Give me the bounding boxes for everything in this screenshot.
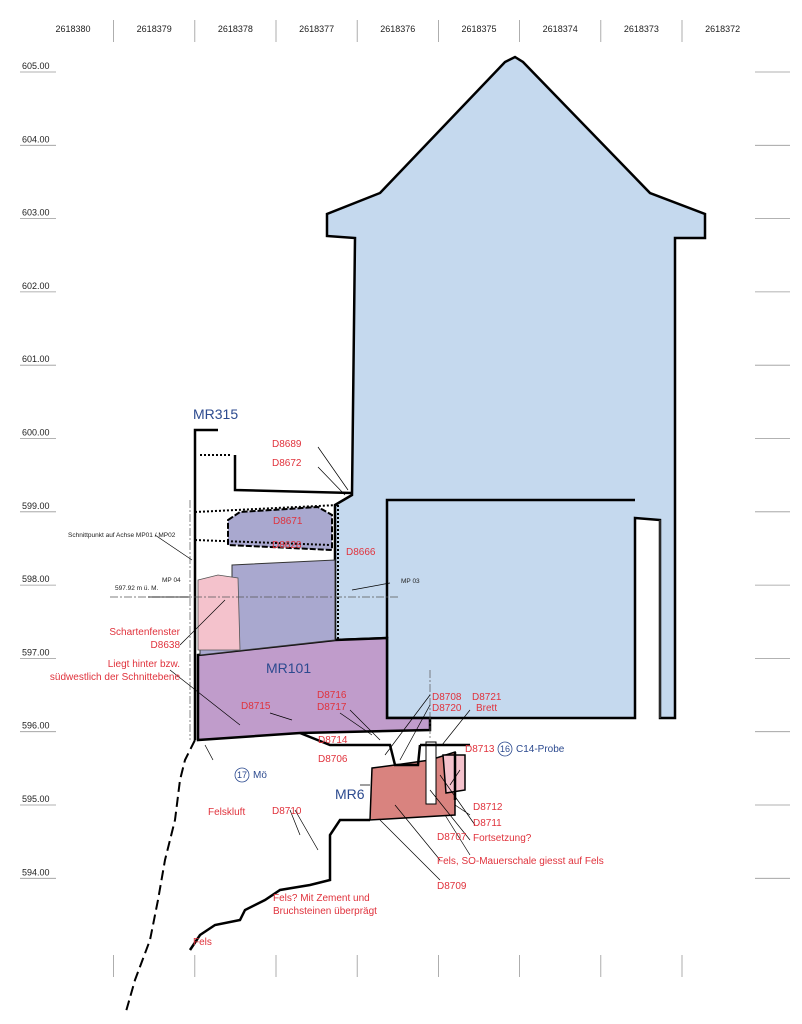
svg-text:D8721: D8721 xyxy=(472,692,502,703)
y-tick-label: 595.00 xyxy=(22,794,50,804)
label-mp04: MP 04 xyxy=(162,577,181,584)
mr6-red-area xyxy=(369,750,456,821)
floor-line xyxy=(299,731,470,800)
svg-text:D8666: D8666 xyxy=(346,547,376,558)
svg-text:D8707: D8707 xyxy=(437,832,467,843)
axes: 2618380 2618379 2618378 2618377 2618376 26183… xyxy=(20,20,790,977)
sample-16: 16 C14-Probe xyxy=(497,741,565,757)
board-brett xyxy=(425,741,437,805)
svg-text:südwestlich der Schnittebene: südwestlich der Schnittebene xyxy=(50,672,181,683)
svg-text:Mö: Mö xyxy=(253,770,267,781)
label-height: 597.92 m ü. M. xyxy=(115,585,159,592)
x-tick-label: 2618373 xyxy=(624,24,659,34)
svg-text:D8717: D8717 xyxy=(317,702,347,713)
y-tick-label: 605.00 xyxy=(22,61,50,71)
y-tick-label: 603.00 xyxy=(22,208,50,218)
svg-text:D8671: D8671 xyxy=(273,516,303,527)
annex-outline xyxy=(385,498,635,638)
svg-text:16: 16 xyxy=(500,744,510,754)
y-tick-label: 594.00 xyxy=(22,867,50,877)
svg-text:D8715: D8715 xyxy=(241,701,271,712)
svg-text:D8709: D8709 xyxy=(437,881,467,892)
structure-label-mr6: MR6 xyxy=(335,786,365,802)
structure-label-mr315: MR315 xyxy=(193,406,238,422)
svg-text:Felskluft: Felskluft xyxy=(208,807,245,818)
svg-text:D8713: D8713 xyxy=(465,744,495,755)
x-tick-label: 2618380 xyxy=(55,24,90,34)
y-tick-label: 599.00 xyxy=(22,501,50,511)
svg-text:D8708: D8708 xyxy=(432,692,462,703)
y-tick-label: 597.00 xyxy=(22,647,50,657)
svg-text:D8714: D8714 xyxy=(318,735,348,746)
svg-text:Bruchsteinen überprägt: Bruchsteinen überprägt xyxy=(273,906,377,917)
y-tick-label: 601.00 xyxy=(22,354,50,364)
svg-text:D8689: D8689 xyxy=(272,439,302,450)
svg-text:D8638: D8638 xyxy=(151,640,181,651)
svg-text:17: 17 xyxy=(237,770,247,780)
svg-text:D8710: D8710 xyxy=(272,806,302,817)
bedrock-line xyxy=(188,818,370,951)
svg-text:Fortsetzung?: Fortsetzung? xyxy=(473,833,532,844)
svg-text:Fels: Fels xyxy=(193,937,212,948)
svg-text:Fels, SO-Mauerschale giesst au: Fels, SO-Mauerschale giesst auf Fels xyxy=(437,856,604,867)
svg-text:D8706: D8706 xyxy=(318,754,348,765)
y-tick-label: 598.00 xyxy=(22,574,50,584)
leader-lines xyxy=(148,446,476,881)
x-tick-label: 2618372 xyxy=(705,24,740,34)
svg-text:D8712: D8712 xyxy=(473,802,503,813)
svg-text:Brett: Brett xyxy=(476,703,497,714)
y-tick-label: 596.00 xyxy=(22,721,50,731)
mr315-outline xyxy=(193,428,353,740)
x-tick-label: 2618377 xyxy=(299,24,334,34)
svg-text:Schartenfenster: Schartenfenster xyxy=(109,627,180,638)
svg-text:Liegt hinter bzw.: Liegt hinter bzw. xyxy=(108,659,180,670)
structure-label-mr101: MR101 xyxy=(266,660,311,676)
y-tick-label: 600.00 xyxy=(22,428,50,438)
label-mp03: MP 03 xyxy=(401,578,420,585)
x-tick-label: 2618375 xyxy=(461,24,496,34)
red-labels: D8689 D8672 D8671 D8628 D8666 Schartenfe… xyxy=(50,439,604,948)
sample-17: 17 Mö xyxy=(234,767,267,783)
schartenfenster-pink-area xyxy=(197,574,241,651)
svg-text:D8672: D8672 xyxy=(272,458,302,469)
svg-text:C14-Probe: C14-Probe xyxy=(516,744,565,755)
y-tick-label: 604.00 xyxy=(22,134,50,144)
y-tick-label: 602.00 xyxy=(22,281,50,291)
rock-dashed-line xyxy=(124,739,196,1016)
x-tick-label: 2618376 xyxy=(380,24,415,34)
svg-text:D8716: D8716 xyxy=(317,690,347,701)
svg-text:D8711: D8711 xyxy=(473,818,502,829)
svg-text:D8628: D8628 xyxy=(272,540,302,551)
tower-blue-area xyxy=(325,55,707,720)
x-tick-label: 2618374 xyxy=(543,24,578,34)
x-tick-label: 2618378 xyxy=(218,24,253,34)
svg-text:D8720: D8720 xyxy=(432,703,462,714)
svg-text:Fels? Mit Zement und: Fels? Mit Zement und xyxy=(273,893,370,904)
x-tick-label: 2618379 xyxy=(137,24,172,34)
label-schnittpunkt: Schnittpunkt auf Achse MP01 / MP02 xyxy=(68,532,176,539)
d8671-lavender-area xyxy=(227,505,333,552)
